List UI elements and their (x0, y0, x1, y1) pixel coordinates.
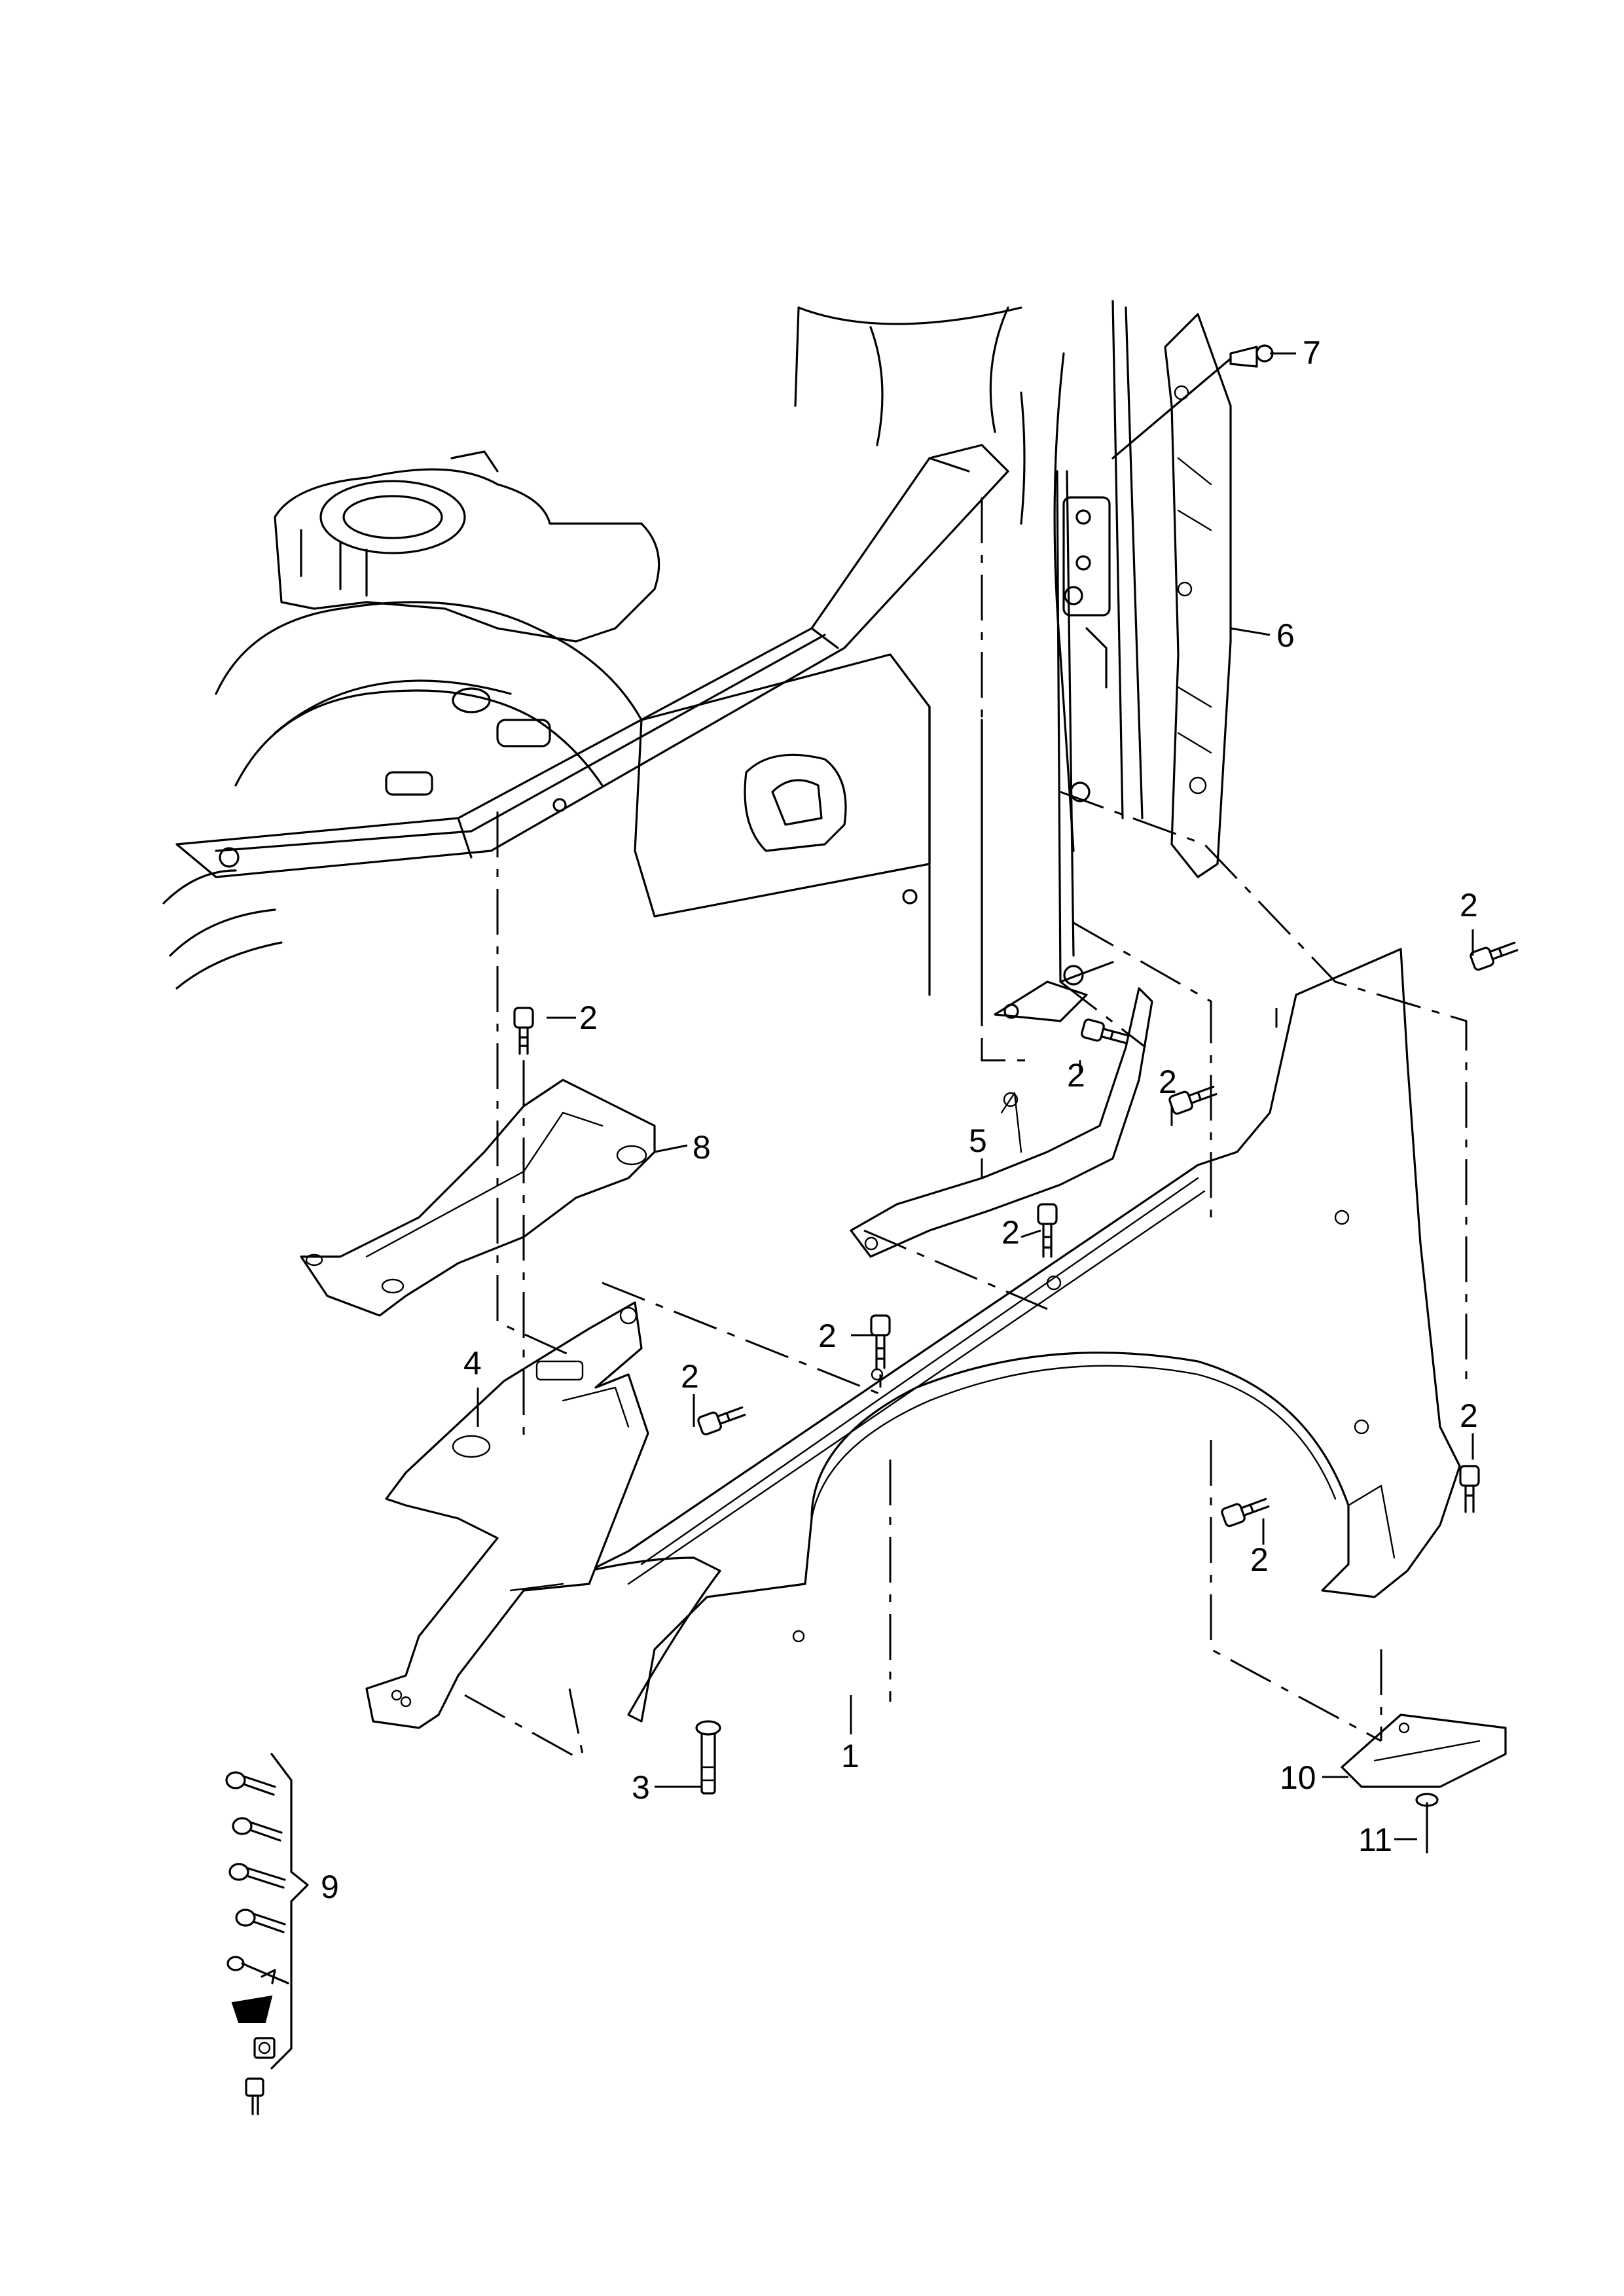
bolts-part-2 (513, 941, 1519, 1528)
body-frame-structure (162, 300, 1144, 1022)
part-6-pillar-trim (1164, 313, 1232, 878)
callout-3: 3 (632, 1769, 650, 1806)
callout-2-bracket-low: 2 (1067, 1057, 1085, 1094)
part-8-support-plate (300, 1079, 656, 1317)
callout-4: 4 (463, 1345, 482, 1382)
callout-2-fender-top-mid: 2 (1001, 1214, 1020, 1251)
callout-labels: 7 6 8 2 4 2 2 2 5 2 2 2 2 2 2 1 3 10 11 … (321, 334, 1478, 1905)
part-3-stud (695, 1720, 721, 1795)
part-4-support-bracket (365, 1301, 649, 1729)
callout-8: 8 (693, 1129, 711, 1166)
callout-10: 10 (1280, 1759, 1316, 1796)
callout-9: 9 (321, 1869, 339, 1905)
part-9-fastener-kit (225, 1753, 309, 2115)
callout-5: 5 (969, 1122, 987, 1159)
callout-2-left-bracket: 2 (681, 1358, 699, 1395)
callout-2-top-left: 2 (579, 999, 598, 1036)
part-1-front-fender (588, 948, 1461, 1723)
callout-11: 11 (1358, 1821, 1392, 1858)
callout-6: 6 (1276, 617, 1295, 654)
callout-1: 1 (841, 1738, 859, 1774)
part-10-small-bracket (1341, 1713, 1507, 1788)
callout-2-fender-right: 2 (1460, 1397, 1478, 1434)
callout-leaders (477, 352, 1474, 1840)
callout-2-bracket-right: 2 (1159, 1064, 1177, 1100)
callout-2-fender-top-right: 2 (1460, 887, 1478, 924)
part-11-rivet (1415, 1793, 1439, 1854)
callout-7: 7 (1303, 334, 1321, 371)
callout-2-wheel-arch: 2 (1250, 1541, 1269, 1578)
part-7-clip (1111, 344, 1274, 459)
callout-2-fender-top-left: 2 (818, 1318, 837, 1354)
part-5-fender-bracket (850, 987, 1153, 1258)
alignment-lines (464, 497, 1468, 1762)
